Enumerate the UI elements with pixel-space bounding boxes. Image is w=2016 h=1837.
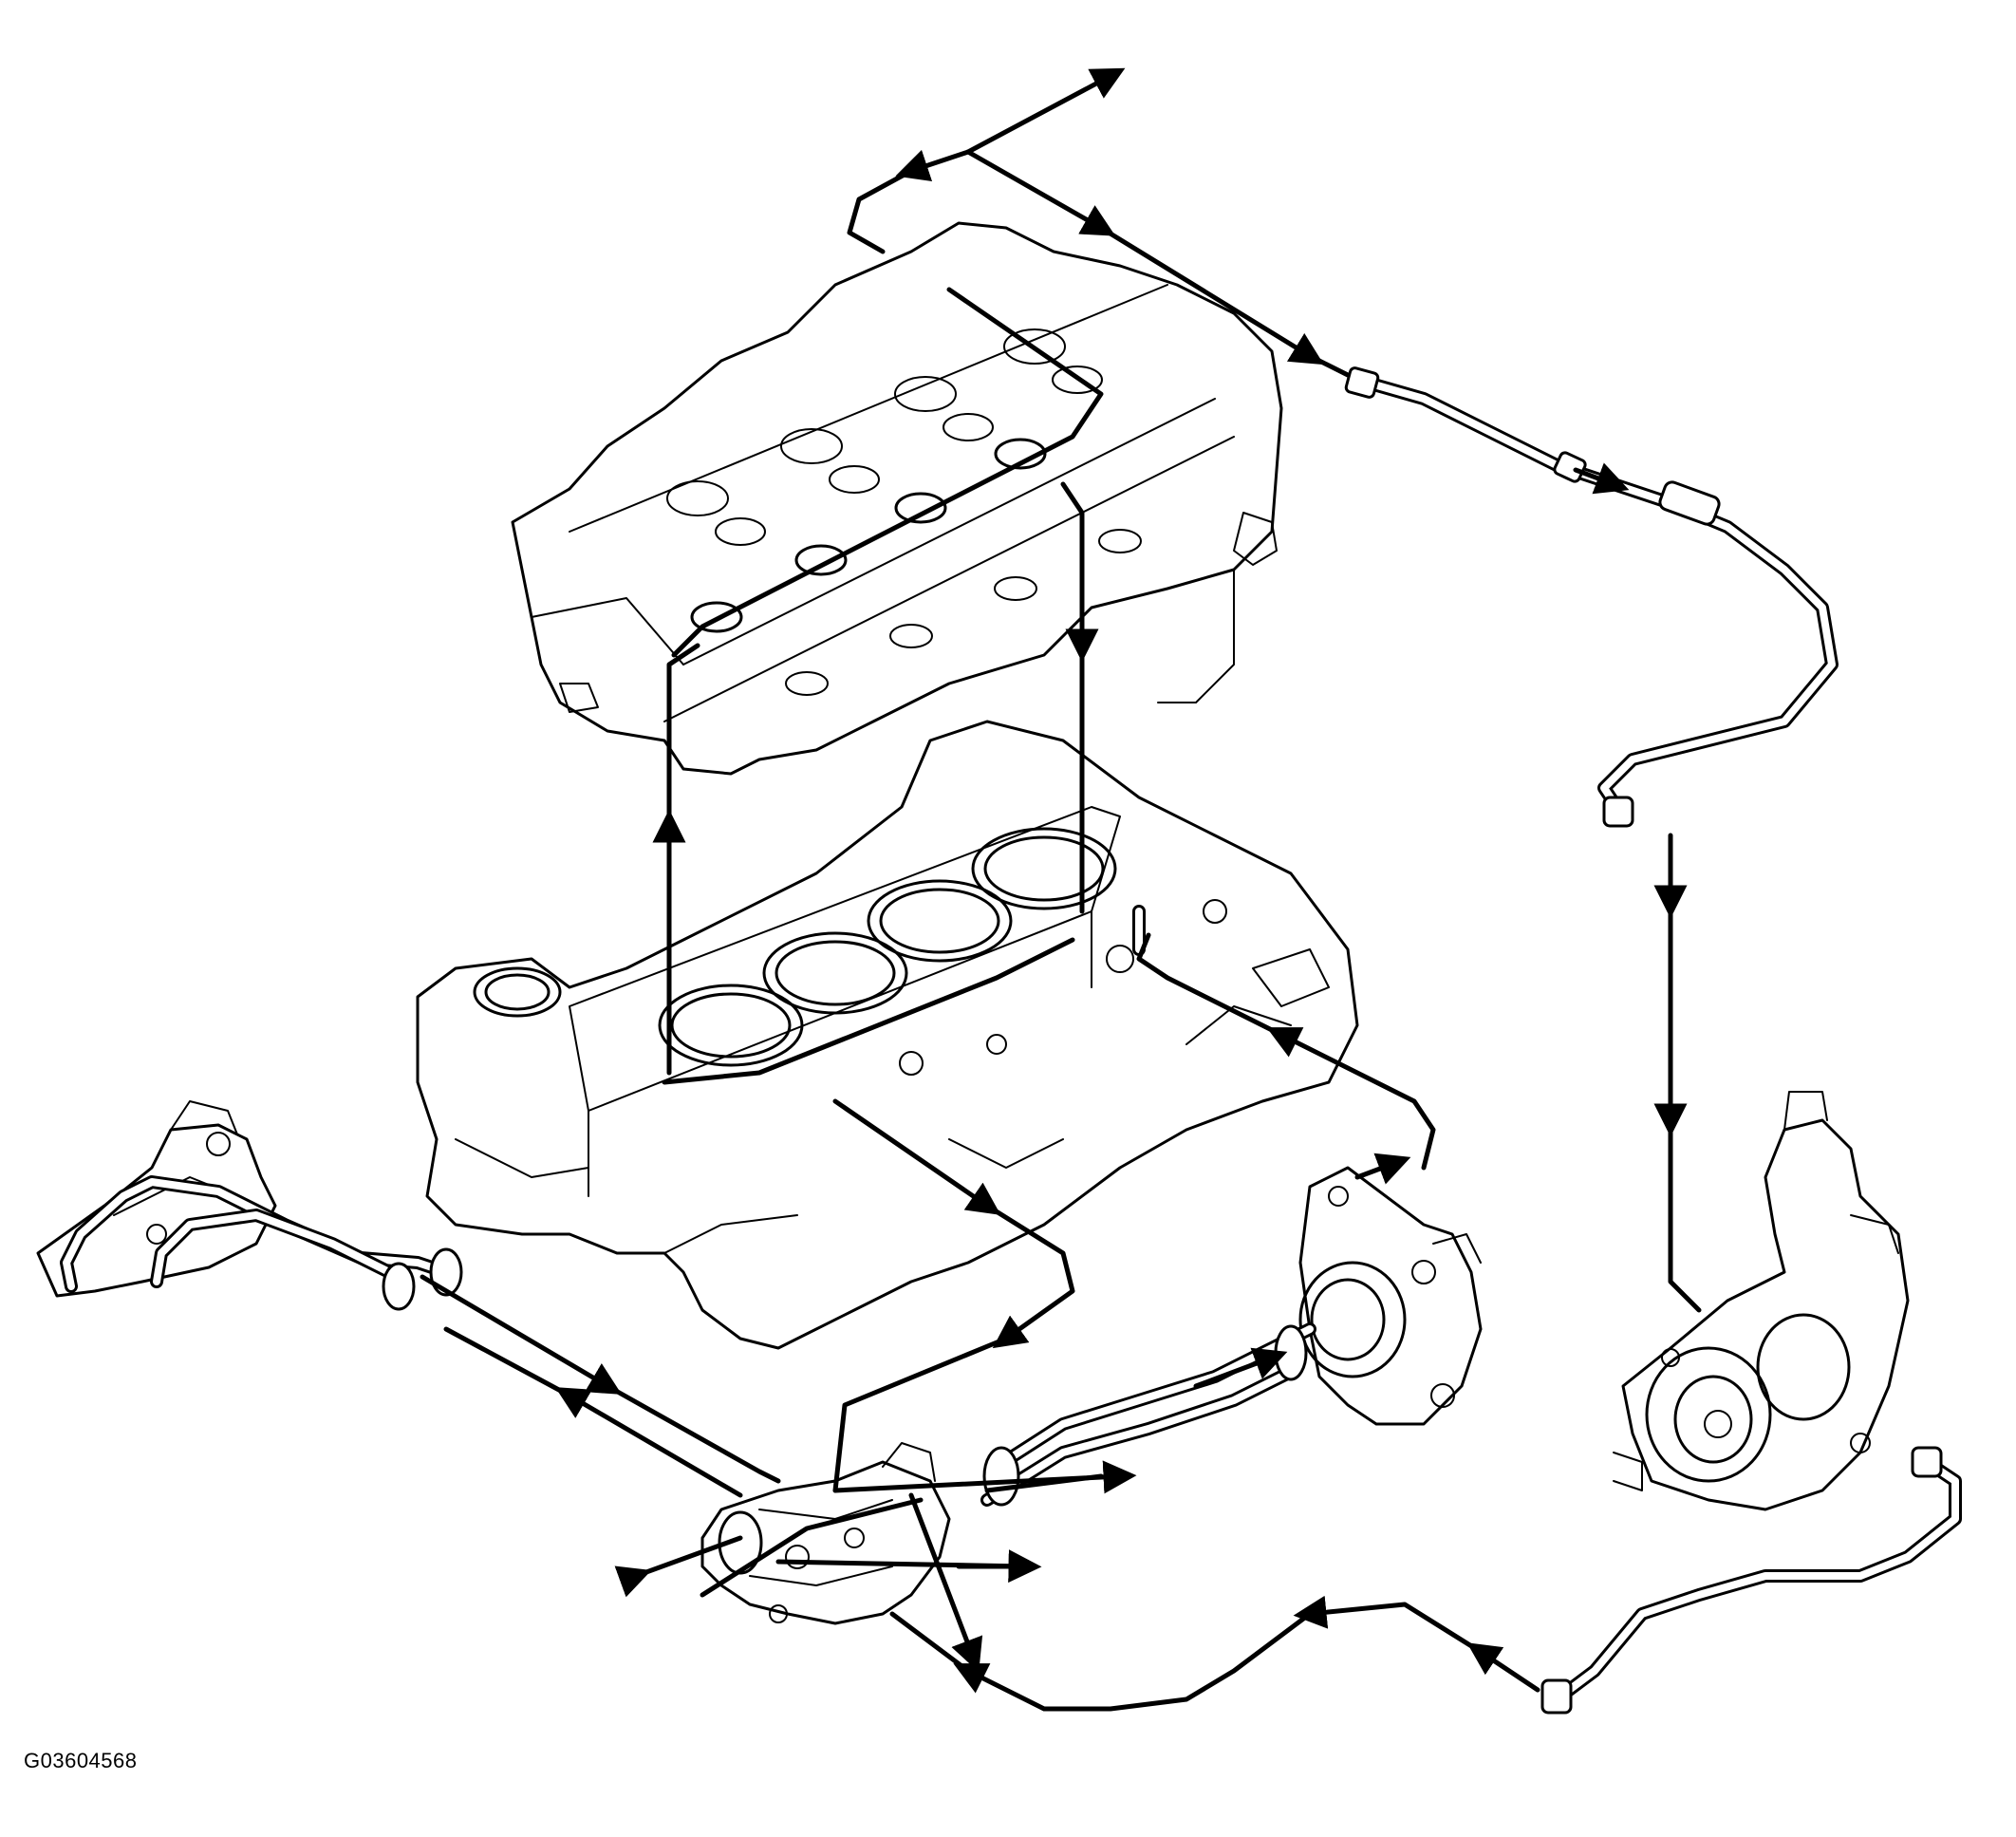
thermostat-housing-icon <box>700 1442 951 1625</box>
hose-fitting-icon <box>1540 1678 1573 1715</box>
water-pump-icon <box>1298 1166 1483 1426</box>
oil-cooler-icon <box>36 1100 277 1298</box>
hose-fitting-icon <box>1344 366 1721 828</box>
figure-code: G03604568 <box>24 1749 138 1772</box>
engine-block-icon <box>416 720 1359 1350</box>
hose-clamp-icon <box>382 1247 463 1311</box>
hose-fitting-icon <box>1911 1446 1943 1478</box>
cylinder-head-icon <box>511 221 1283 776</box>
coolant-flow-paths <box>420 67 1702 1712</box>
turbocharger-icon <box>1613 1091 1910 1511</box>
